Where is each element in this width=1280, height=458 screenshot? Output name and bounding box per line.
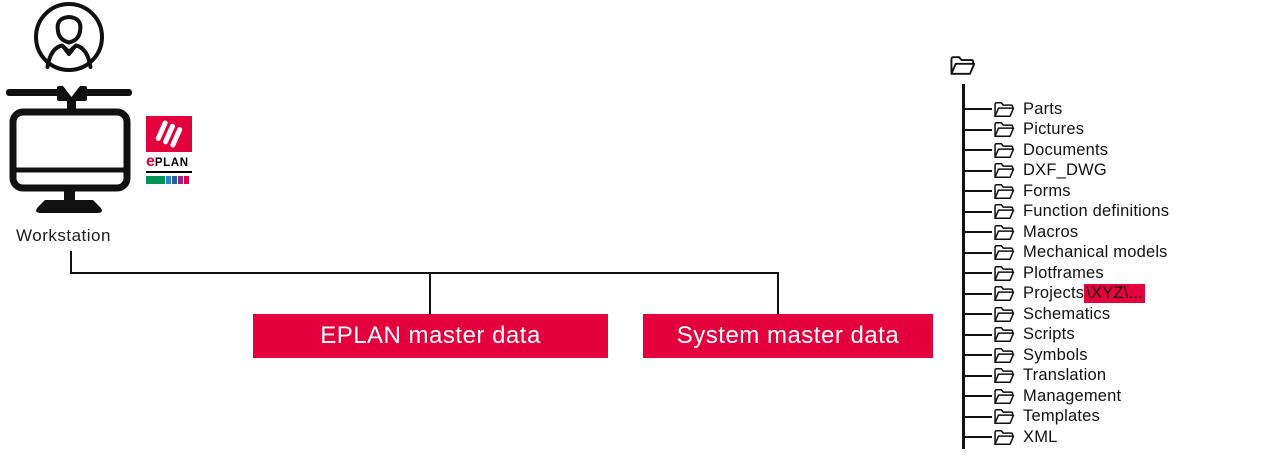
tree-item: Translation [962,366,1169,387]
tree-branch-line [962,436,992,439]
folder-icon [993,388,1015,405]
tree-branch-line [962,128,992,131]
tree-branch-line [962,333,992,336]
tree-item-label: DXF_DWG [1023,161,1107,180]
workstation-label: Workstation [16,226,111,245]
folder-icon [993,306,1015,323]
tree-item: DXF_DWG [962,161,1169,182]
tree-item-label: Parts [1023,99,1063,118]
tree-item: Pictures [962,120,1169,141]
eplan-master-data-label: EPLAN master data [320,322,541,349]
tree-item: Documents [962,140,1169,161]
folder-icon [993,224,1015,241]
folder-icon [993,142,1015,159]
tree-branch-line [962,313,992,316]
tree-branch-line [962,210,992,213]
tree-item: Schematics [962,304,1169,325]
user-avatar-icon [34,2,104,72]
connector-workstation-drop [70,251,72,274]
folder-icon [993,244,1015,261]
tree-item-label: Function definitions [1023,202,1170,221]
tree-branch-line [962,149,992,152]
eplan-logo-mark-icon [146,116,192,152]
tree-branch-line [962,169,992,172]
folder-icon [993,408,1015,425]
tree-item-label: Pictures [1023,120,1085,139]
system-master-data-label: System master data [676,322,900,349]
tree-item-label: Scripts [1023,325,1075,344]
tree-branch-line [962,190,992,193]
connector-drop-eplan-box [429,272,431,314]
folder-icon [993,121,1015,138]
folder-icon [993,429,1015,446]
eplan-logo: e PLAN [146,116,192,184]
folder-icon [993,285,1015,302]
tree-item: Mechanical models [962,243,1169,264]
tree-item-label: Macros [1023,222,1079,241]
eplan-wordmark: e PLAN [146,154,192,173]
tree-branch-line [962,374,992,377]
tree-item-label: Forms [1023,181,1071,200]
folder-icon [993,265,1015,282]
eplan-wordmark-e: e [146,153,155,170]
tree-item-label: Documents [1023,140,1109,159]
tree-item-label: Translation [1023,366,1107,385]
folder-icon [993,101,1015,118]
tree-branch-line [962,251,992,254]
tree-item-label: Management [1023,386,1122,405]
tree-item: Forms [962,181,1169,202]
tree-item-label: Schematics [1023,304,1111,323]
tree-item: Function definitions [962,202,1169,223]
tree-item: Symbols [962,345,1169,366]
tree-branch-line [962,415,992,418]
tree-branch-line [962,108,992,111]
tree-item-label: Plotframes [1023,263,1104,282]
tree-branch-line [962,395,992,398]
folder-icon [993,326,1015,343]
tree-trunk-line [962,84,965,449]
tree-item: Macros [962,222,1169,243]
tree-item: Plotframes [962,263,1169,284]
tree-item-label: Symbols [1023,345,1088,364]
connector-drop-system-box [777,272,779,314]
folder-icon [993,203,1015,220]
connector-horizontal [70,272,779,274]
tree-item-label: Mechanical models [1023,243,1168,262]
root-folder-icon [949,55,976,76]
tree-item-label: XML [1023,427,1058,446]
folder-icon [993,183,1015,200]
tree-item-label: Templates [1023,407,1101,426]
tree-item: Templates [962,407,1169,428]
folder-icon [993,347,1015,364]
workstation-monitor-icon [6,86,132,213]
tree-item-highlight: \XYZ\... [1084,284,1145,304]
tree-item: Management [962,386,1169,407]
tree-branch-line [962,354,992,357]
eplan-logo-color-bars [146,176,192,184]
tree-branch-line [962,292,992,295]
tree-item: Parts [962,99,1169,120]
folder-tree: Parts Pictures Documents DXF_DWG [962,99,1169,448]
tree-item: XML [962,427,1169,448]
folder-icon [993,367,1015,384]
folder-icon [993,162,1015,179]
tree-branch-line [962,231,992,234]
system-master-data-box: System master data [643,314,933,358]
tree-item: Scripts [962,325,1169,346]
tree-item: Projects \XYZ\... [962,284,1169,305]
eplan-master-data-box: EPLAN master data [253,314,608,358]
tree-item-label: Projects [1023,284,1085,303]
eplan-wordmark-plan: PLAN [154,157,189,169]
tree-branch-line [962,272,992,275]
